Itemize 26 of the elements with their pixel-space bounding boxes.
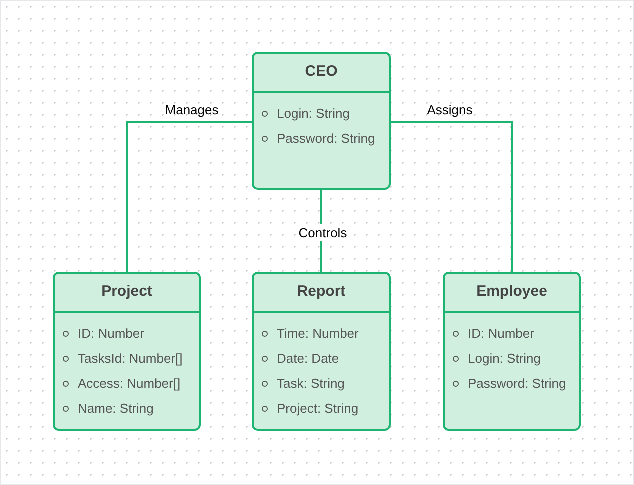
class-title: Report <box>254 274 389 313</box>
connector-line <box>126 121 252 272</box>
field-text: Login: String <box>277 105 350 124</box>
class-box <box>252 52 391 190</box>
edge-label: Manages <box>164 104 220 116</box>
field-text: Password: String <box>468 375 566 394</box>
class-box <box>252 272 391 431</box>
field-text: Access: Number[] <box>78 375 181 394</box>
field-text: Task: String <box>277 375 345 394</box>
field-text: Time: Number <box>277 325 359 344</box>
class-title: Project <box>55 274 199 313</box>
field-text: ID: Number <box>468 325 534 344</box>
edge-label: Assigns <box>426 104 474 116</box>
class-title: Employee <box>445 274 579 313</box>
field-text: Project: String <box>277 400 359 418</box>
field-text: Login: String <box>468 350 541 368</box>
class-box <box>443 272 581 431</box>
field-text: ID: Number <box>78 325 144 344</box>
class-title: CEO <box>254 54 389 93</box>
field-text: TasksId: Number[] <box>78 350 183 368</box>
field-text: Date: Date <box>277 350 340 368</box>
class-box <box>53 272 201 431</box>
field-text: Password: String <box>277 130 376 148</box>
edge-label: Controls <box>296 224 350 242</box>
field-text: Name: String <box>78 400 154 418</box>
connector-line <box>391 121 513 272</box>
